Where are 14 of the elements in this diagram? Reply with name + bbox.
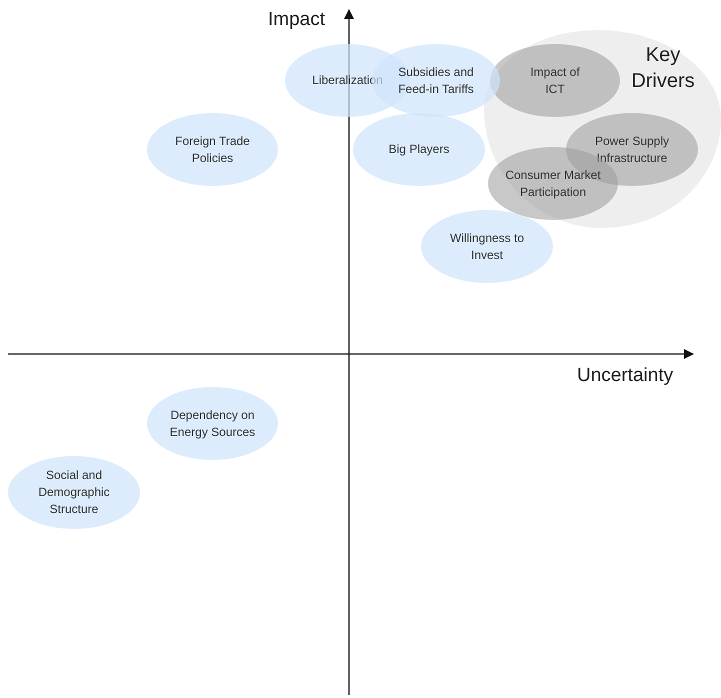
bubble-label: Impact of ICT <box>529 64 581 98</box>
ellipse-bubble <box>353 113 485 186</box>
bubble-label: Big Players <box>388 141 450 158</box>
bubble-label: Willingness to Invest <box>448 230 526 264</box>
bubble-label: Power Supply Infrastructure <box>594 132 670 166</box>
bubble-label: Dependency on Energy Sources <box>168 406 256 440</box>
axis-label: Impact <box>268 8 326 32</box>
bubble-label: Foreign Trade Policies <box>174 132 251 166</box>
bubble-label: Liberalization <box>312 72 383 89</box>
bubble-label: Consumer Market Participation <box>504 166 602 200</box>
axis-label: Uncertainty <box>577 364 674 388</box>
bubble-label: Social and Demographic Structure <box>37 467 111 518</box>
cluster-title: Key Drivers <box>630 43 696 94</box>
bubble-label: Subsidies and Feed-in Tariffs <box>397 64 475 98</box>
